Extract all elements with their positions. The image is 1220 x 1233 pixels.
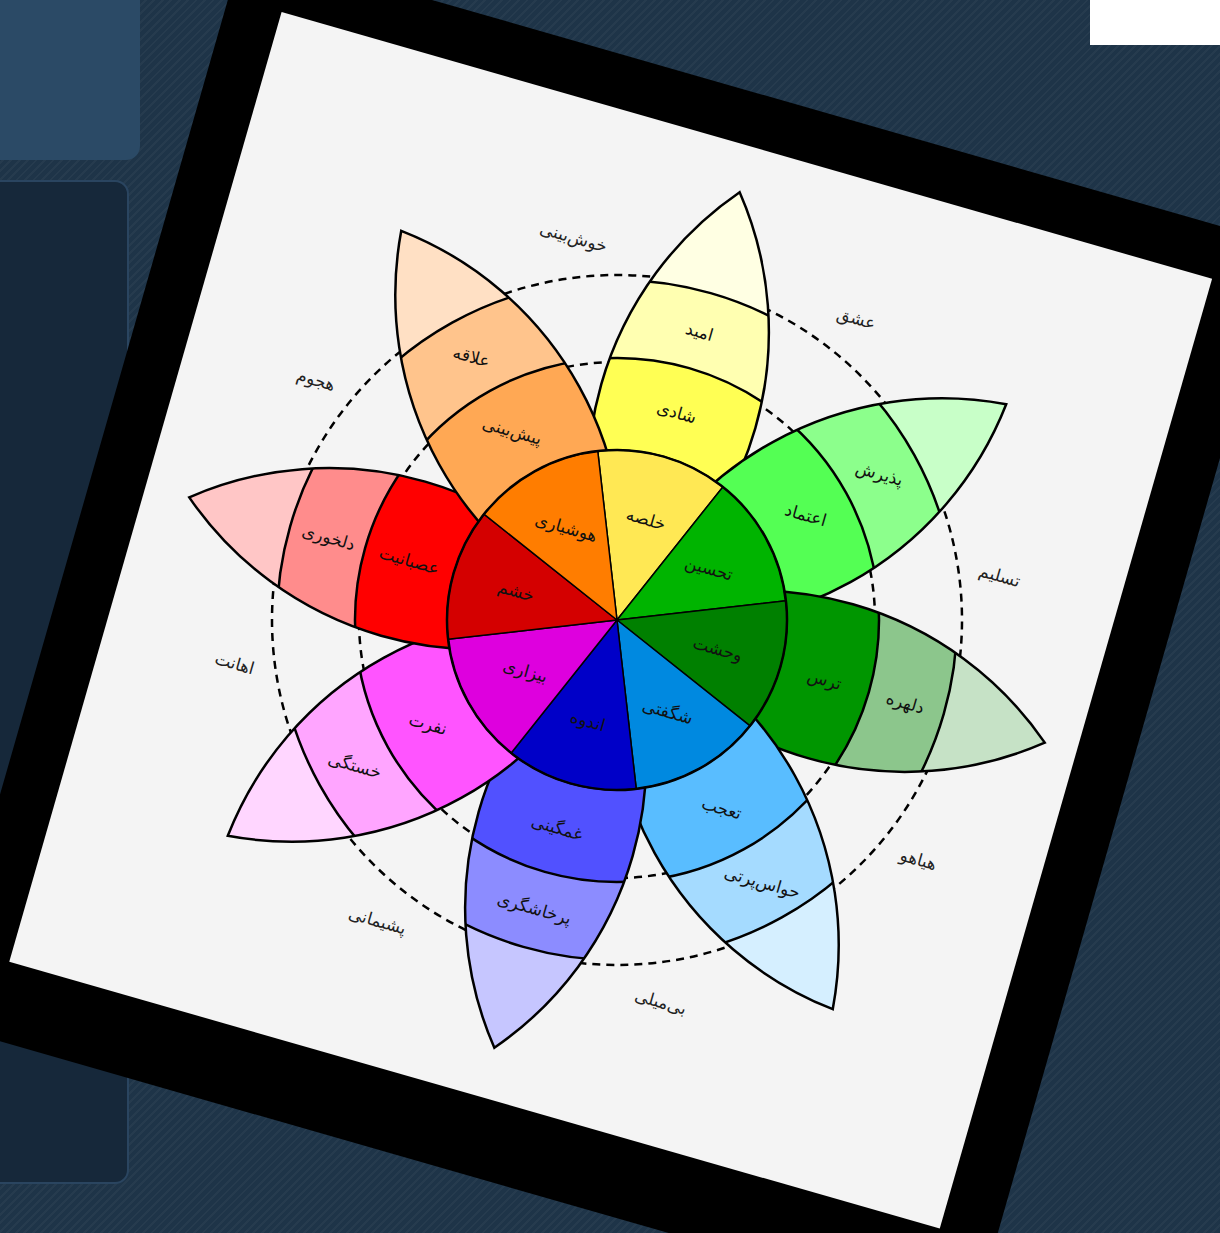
petal-bands: [12, 15, 1220, 1225]
emotion-petal: [12, 15, 1220, 1225]
petal-bands: [67, 70, 1168, 1171]
emotion-petal: [12, 15, 1220, 1225]
core-sector: [478, 440, 674, 652]
petal-bands: [12, 15, 1220, 1225]
petal-bands: [67, 70, 1168, 1171]
dashed-ring: [190, 193, 1043, 1046]
petal-mid-band: [261, 264, 973, 976]
petal-mid-band: [293, 296, 941, 944]
petal-tip: [67, 70, 1168, 1171]
emotion-petal: [67, 70, 1168, 1171]
emotion-petal: [12, 15, 1220, 1225]
petal-mid-band: [293, 296, 941, 944]
petal-mid-band: [261, 264, 973, 976]
petal-mild-band: [155, 158, 1079, 1082]
background-card: [1090, 0, 1220, 45]
emotion-petal: [12, 15, 1220, 1225]
petal-mid-band: [293, 296, 941, 944]
petal-mild-band: [155, 158, 1079, 1082]
petal-tip: [67, 70, 1168, 1171]
petal-tip: [67, 70, 1168, 1171]
petal-mild-band: [196, 199, 1037, 1040]
core-sector-group: [478, 440, 674, 652]
petal-mid-band: [293, 296, 941, 944]
petal-tip: [12, 15, 1220, 1225]
petal-mild-band: [196, 199, 1037, 1040]
petal-bands: [12, 15, 1220, 1225]
petal-tip: [12, 15, 1220, 1225]
screen: [9, 12, 1212, 1229]
petal-mid-band: [261, 264, 973, 976]
core-group: [407, 410, 828, 831]
petal-bands: [12, 15, 1220, 1225]
background-panel: [0, 0, 140, 160]
petal-bands: [67, 70, 1168, 1171]
petal-tip: [12, 15, 1220, 1225]
petal-tip: [12, 15, 1220, 1225]
petal-mild-band: [196, 199, 1037, 1040]
petal-mild-band: [155, 158, 1079, 1082]
petal-mild-band: [155, 158, 1079, 1082]
petal-mid-band: [261, 264, 973, 976]
petal-tip: [67, 70, 1168, 1171]
core-ring: [407, 410, 828, 831]
emotion-petal: [67, 70, 1168, 1171]
emotion-petal: [67, 70, 1168, 1171]
petal-mild-band: [196, 199, 1037, 1040]
emotion-petal: [67, 70, 1168, 1171]
petal-bands: [67, 70, 1168, 1171]
